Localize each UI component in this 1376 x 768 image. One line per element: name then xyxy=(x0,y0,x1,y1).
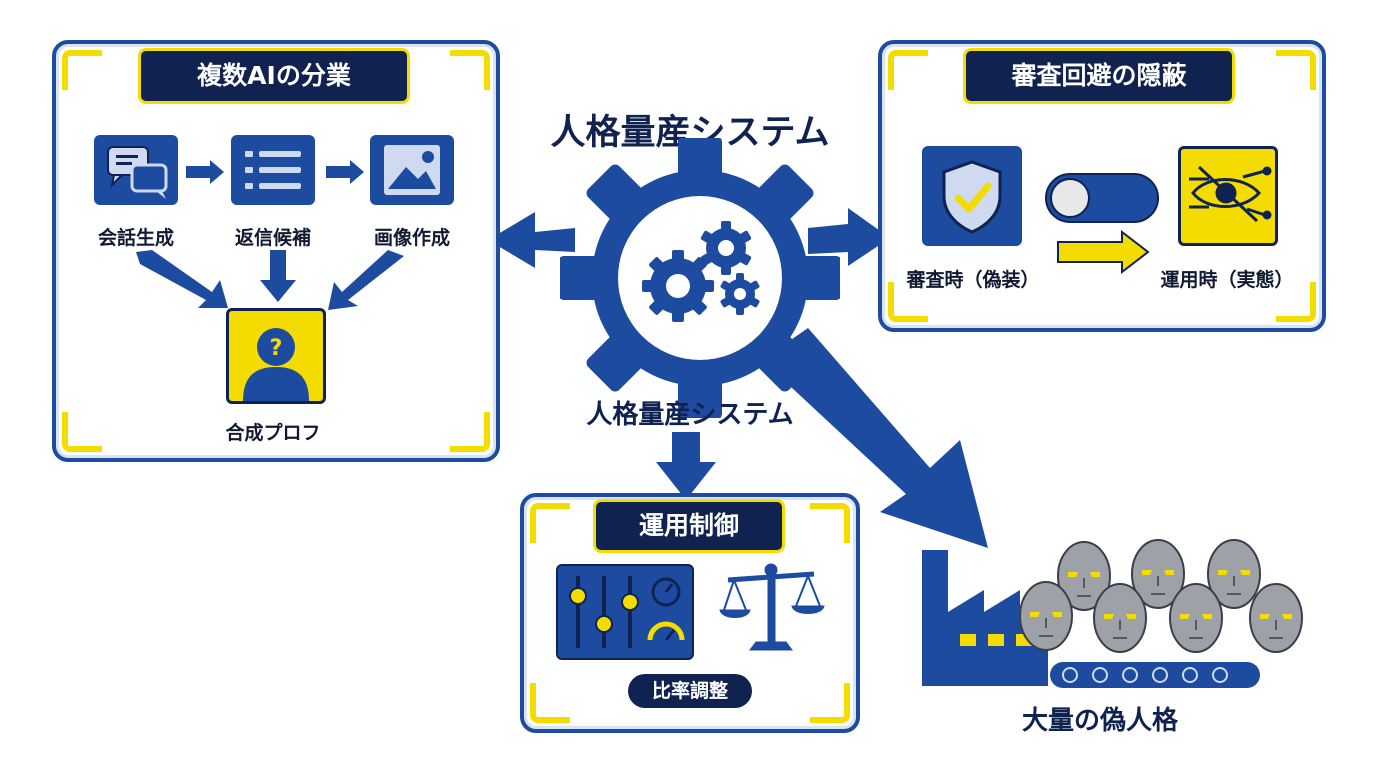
label-mass-fake-personas: 大量の偽人格 xyxy=(1021,706,1178,736)
gear-caption: 人格量産システム xyxy=(586,400,794,430)
chat-bubbles-icon xyxy=(94,135,178,205)
balance-scale-icon xyxy=(719,563,825,651)
svg-text:?: ? xyxy=(270,336,283,361)
unknown-person-icon: ? xyxy=(226,308,326,404)
panel-operation-control-title: 運用制御 xyxy=(593,499,785,553)
arrow-to-factory xyxy=(762,328,988,548)
main-gear-icon xyxy=(560,138,840,418)
toggle-icon xyxy=(1045,173,1159,223)
panel-ai-division-title: 複数AIの分業 xyxy=(138,48,410,104)
step-label-reply: 返信候補 xyxy=(234,227,311,249)
yellow-arrow-icon xyxy=(1057,230,1150,274)
label-during-review: 審査時（偽装） xyxy=(906,269,1040,291)
arrow-to-right-panel xyxy=(808,208,890,266)
panel-review-evasion-title: 審査回避の隠蔽 xyxy=(963,48,1235,104)
arrow-to-left-panel xyxy=(488,212,575,268)
hidden-eye-icon xyxy=(1178,146,1278,246)
sliders-gauge-icon xyxy=(556,564,694,660)
arrow-to-bottom-panel xyxy=(656,432,716,500)
list-icon xyxy=(231,135,315,205)
badge-ratio-adjust: 比率調整 xyxy=(628,674,752,708)
converge-arrows xyxy=(136,250,404,310)
shield-check-icon xyxy=(922,146,1022,246)
label-during-operation: 運用時（実態） xyxy=(1160,269,1294,291)
conveyor-belt-icon xyxy=(1050,662,1260,688)
mask-faces-icon xyxy=(1019,539,1303,653)
output-label-synthetic-profile: 合成プロフ xyxy=(225,422,321,444)
step-arrows xyxy=(186,160,364,184)
step-label-image: 画像作成 xyxy=(373,227,450,249)
step-label-conversation: 会話生成 xyxy=(97,227,174,249)
image-icon xyxy=(370,135,454,205)
